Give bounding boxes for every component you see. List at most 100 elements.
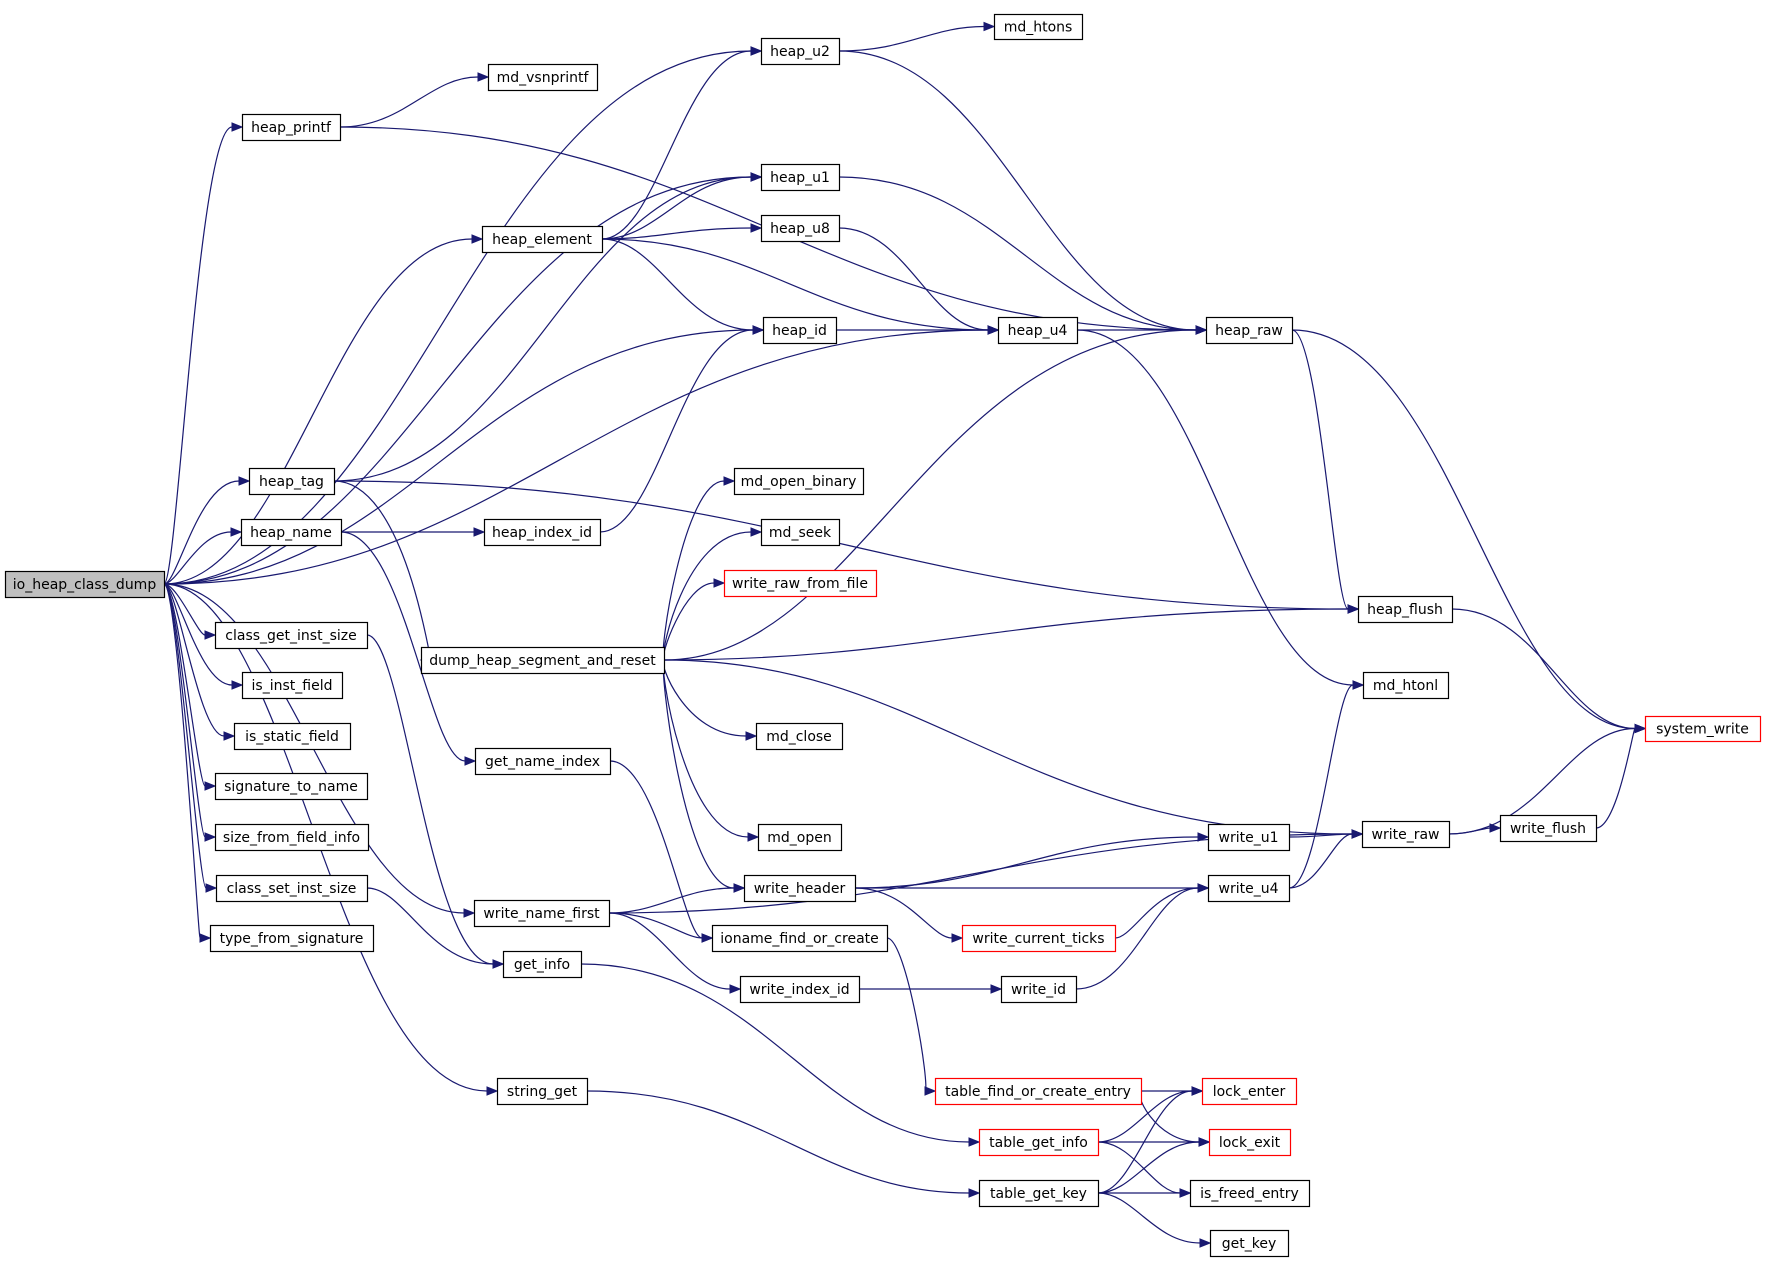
node-box[interactable] xyxy=(760,518,841,547)
node-signature_to_name[interactable]: signature_to_name xyxy=(214,772,369,801)
node-box[interactable] xyxy=(481,225,604,254)
node-is_static_field[interactable]: is_static_field xyxy=(233,722,352,751)
node-heap_printf[interactable]: heap_printf xyxy=(241,113,342,142)
node-box[interactable] xyxy=(1207,823,1291,852)
node-box[interactable] xyxy=(1357,595,1454,624)
node-io_heap_class_dump[interactable]: io_heap_class_dump xyxy=(4,570,166,599)
node-get_name_index[interactable]: get_name_index xyxy=(474,747,612,776)
node-box[interactable] xyxy=(1189,1179,1311,1208)
node-box[interactable] xyxy=(248,467,336,496)
node-box[interactable] xyxy=(209,924,375,953)
node-box[interactable] xyxy=(739,975,861,1004)
node-box[interactable] xyxy=(1201,1077,1298,1106)
node-dump_heap_segment_and_reset[interactable]: dump_heap_segment_and_reset xyxy=(420,646,666,675)
node-heap_u2[interactable]: heap_u2 xyxy=(760,37,841,66)
node-box[interactable] xyxy=(743,874,857,903)
node-lock_enter[interactable]: lock_enter xyxy=(1201,1077,1298,1106)
node-write_raw_from_file[interactable]: write_raw_from_file xyxy=(723,569,878,598)
node-type_from_signature[interactable]: type_from_signature xyxy=(209,924,375,953)
node-box[interactable] xyxy=(420,646,666,675)
node-box[interactable] xyxy=(215,874,369,903)
node-box[interactable] xyxy=(978,1128,1100,1157)
node-heap_id[interactable]: heap_id xyxy=(762,316,838,345)
node-class_get_inst_size[interactable]: class_get_inst_size xyxy=(214,621,369,650)
node-box[interactable] xyxy=(233,722,352,751)
node-box[interactable] xyxy=(474,747,612,776)
node-table_find_or_create_entry[interactable]: table_find_or_create_entry xyxy=(934,1077,1143,1106)
node-heap_u1[interactable]: heap_u1 xyxy=(760,163,841,192)
node-box[interactable] xyxy=(502,950,583,979)
node-box[interactable] xyxy=(757,823,843,852)
node-box[interactable] xyxy=(241,113,342,142)
node-md_open_binary[interactable]: md_open_binary xyxy=(733,467,865,496)
node-md_vsnprintf[interactable]: md_vsnprintf xyxy=(487,63,599,92)
node-write_name_first[interactable]: write_name_first xyxy=(473,899,611,928)
node-box[interactable] xyxy=(214,772,369,801)
node-box[interactable] xyxy=(214,823,370,852)
node-heap_index_id[interactable]: heap_index_id xyxy=(483,518,602,547)
node-box[interactable] xyxy=(4,570,166,599)
node-box[interactable] xyxy=(483,518,602,547)
node-box[interactable] xyxy=(961,924,1117,953)
node-box[interactable] xyxy=(1205,316,1294,345)
node-table_get_info[interactable]: table_get_info xyxy=(978,1128,1100,1157)
node-heap_element[interactable]: heap_element xyxy=(481,225,604,254)
node-box[interactable] xyxy=(711,924,889,953)
node-heap_name[interactable]: heap_name xyxy=(240,518,343,547)
node-box[interactable] xyxy=(1209,1229,1290,1258)
node-box[interactable] xyxy=(487,63,599,92)
node-md_htons[interactable]: md_htons xyxy=(993,13,1084,41)
node-box[interactable] xyxy=(473,899,611,928)
node-heap_u8[interactable]: heap_u8 xyxy=(760,214,841,243)
node-is_inst_field[interactable]: is_inst_field xyxy=(241,671,344,700)
node-write_raw[interactable]: write_raw xyxy=(1361,820,1451,849)
node-box[interactable] xyxy=(733,467,865,496)
node-box[interactable] xyxy=(978,1179,1100,1208)
node-class_set_inst_size[interactable]: class_set_inst_size xyxy=(215,874,369,903)
node-box[interactable] xyxy=(1208,1128,1292,1157)
node-table_get_key[interactable]: table_get_key xyxy=(978,1179,1100,1208)
node-is_freed_entry[interactable]: is_freed_entry xyxy=(1189,1179,1311,1208)
node-get_info[interactable]: get_info xyxy=(502,950,583,979)
node-box[interactable] xyxy=(240,518,343,547)
node-write_header[interactable]: write_header xyxy=(743,874,857,903)
node-box[interactable] xyxy=(1644,715,1762,743)
node-heap_raw[interactable]: heap_raw xyxy=(1205,316,1294,345)
node-box[interactable] xyxy=(755,722,844,751)
node-box[interactable] xyxy=(1000,975,1078,1004)
node-box[interactable] xyxy=(496,1077,589,1106)
node-write_index_id[interactable]: write_index_id xyxy=(739,975,861,1004)
node-box[interactable] xyxy=(997,316,1079,345)
node-box[interactable] xyxy=(723,569,878,598)
node-heap_tag[interactable]: heap_tag xyxy=(248,467,336,496)
node-md_seek[interactable]: md_seek xyxy=(760,518,841,547)
node-box[interactable] xyxy=(934,1077,1143,1106)
node-box[interactable] xyxy=(241,671,344,700)
node-get_key[interactable]: get_key xyxy=(1209,1229,1290,1258)
node-heap_u4[interactable]: heap_u4 xyxy=(997,316,1079,345)
node-string_get[interactable]: string_get xyxy=(496,1077,589,1106)
node-box[interactable] xyxy=(760,214,841,243)
node-lock_exit[interactable]: lock_exit xyxy=(1208,1128,1292,1157)
node-box[interactable] xyxy=(762,316,838,345)
node-write_u1[interactable]: write_u1 xyxy=(1207,823,1291,852)
node-box[interactable] xyxy=(993,13,1084,41)
node-box[interactable] xyxy=(1207,874,1291,903)
node-box[interactable] xyxy=(1361,820,1451,849)
node-box[interactable] xyxy=(214,621,369,650)
node-box[interactable] xyxy=(1362,671,1450,700)
node-heap_flush[interactable]: heap_flush xyxy=(1357,595,1454,624)
node-box[interactable] xyxy=(760,37,841,66)
node-md_htonl[interactable]: md_htonl xyxy=(1362,671,1450,700)
node-write_u4[interactable]: write_u4 xyxy=(1207,874,1291,903)
node-ioname_find_or_create[interactable]: ioname_find_or_create xyxy=(711,924,889,953)
node-system_write[interactable]: system_write xyxy=(1644,715,1762,743)
node-md_open[interactable]: md_open xyxy=(757,823,843,852)
node-write_id[interactable]: write_id xyxy=(1000,975,1078,1004)
node-md_close[interactable]: md_close xyxy=(755,722,844,751)
node-write_flush[interactable]: write_flush xyxy=(1499,814,1598,843)
node-write_current_ticks[interactable]: write_current_ticks xyxy=(961,924,1117,953)
node-size_from_field_info[interactable]: size_from_field_info xyxy=(214,823,370,852)
node-box[interactable] xyxy=(1499,814,1598,843)
node-box[interactable] xyxy=(760,163,841,192)
